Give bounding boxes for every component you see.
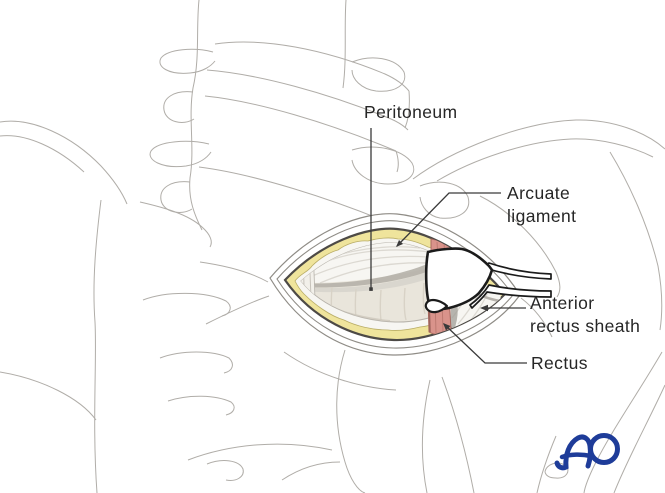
- leader-rectus: [443, 323, 527, 364]
- leader-rectus-arrowhead: [443, 323, 451, 331]
- leader-lines: [369, 128, 527, 364]
- ao-logo: [554, 433, 620, 471]
- leader-arcuate-ligament: [396, 192, 501, 247]
- leader-anterior-arrowhead: [480, 304, 488, 312]
- retractor: [424, 247, 552, 314]
- label-peritoneum: Peritoneum: [364, 102, 458, 122]
- label-arcuate-ligament: Arcuate ligament: [507, 183, 577, 226]
- label-anterior-rectus-sheath: Anterior rectus sheath: [530, 293, 641, 336]
- label-rectus: Rectus: [531, 353, 588, 373]
- leader-peritoneum-dot: [369, 287, 373, 291]
- retractor-blade-tip: [424, 298, 449, 314]
- leader-arcuate-arrowhead: [396, 240, 403, 247]
- retractor-handle-lower: [469, 284, 552, 309]
